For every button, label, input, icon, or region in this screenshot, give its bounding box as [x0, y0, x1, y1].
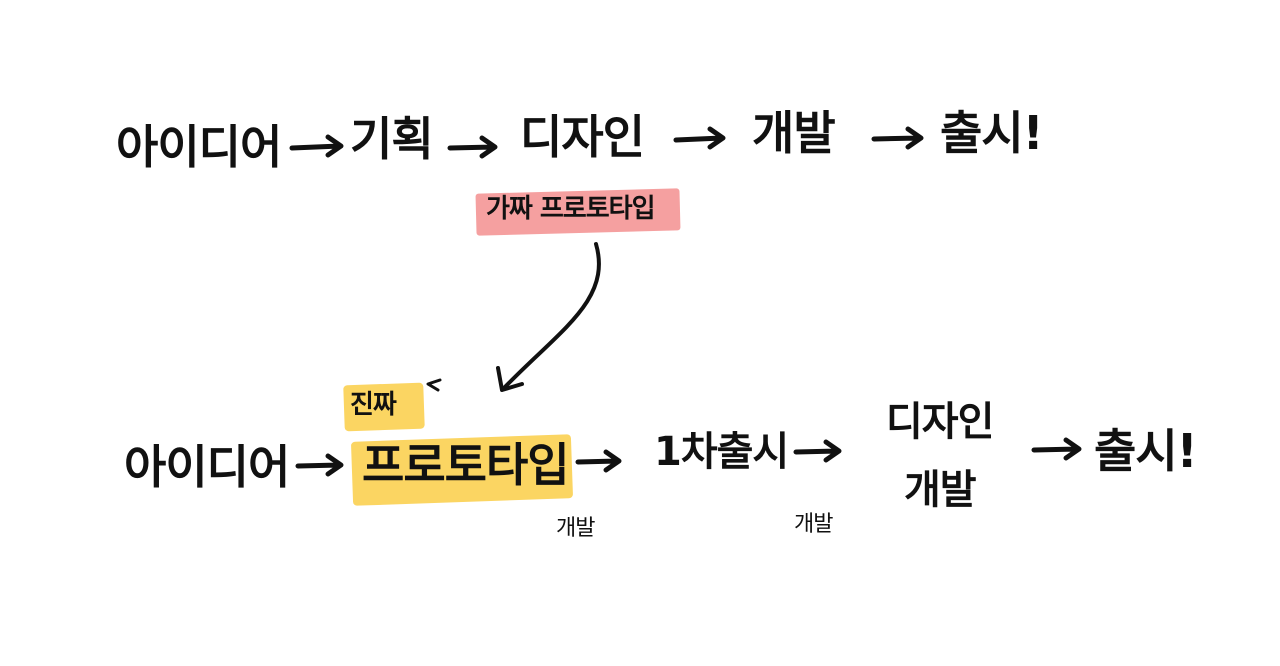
curved-arrow	[502, 242, 601, 390]
fake-prototype-label: 가짜 프로토타입	[486, 194, 655, 224]
top-step-idea: 아이디어	[116, 120, 282, 174]
sparkle-mark	[426, 378, 442, 392]
bottom-step-first-launch: 1차출시	[654, 429, 789, 475]
bottom-step-launch: 출시!	[1094, 424, 1198, 478]
arrow-right-6	[575, 449, 622, 473]
bottom-step-development: 개발	[904, 467, 977, 513]
arrow-right-7	[793, 439, 842, 463]
sub-label-development-1: 개발	[556, 516, 595, 541]
arrow-right-1	[289, 134, 344, 158]
top-step-development: 개발	[752, 106, 836, 160]
arrow-right-5	[295, 453, 344, 477]
arrow-right-3	[673, 126, 726, 150]
bottom-step-prototype: 프로토타입	[362, 438, 570, 492]
sub-label-development-2: 개발	[794, 512, 833, 537]
real-label: 진짜	[350, 390, 397, 420]
top-step-planning: 기획	[350, 112, 434, 166]
arrow-right-4	[871, 126, 924, 150]
curved-arrow-head	[496, 366, 524, 392]
bottom-step-idea: 아이디어	[124, 440, 290, 494]
top-step-design: 디자인	[520, 110, 645, 164]
top-step-launch: 출시!	[940, 106, 1044, 160]
bottom-step-design: 디자인	[886, 399, 994, 445]
arrow-right-8	[1031, 437, 1082, 461]
arrow-right-2	[447, 135, 498, 159]
